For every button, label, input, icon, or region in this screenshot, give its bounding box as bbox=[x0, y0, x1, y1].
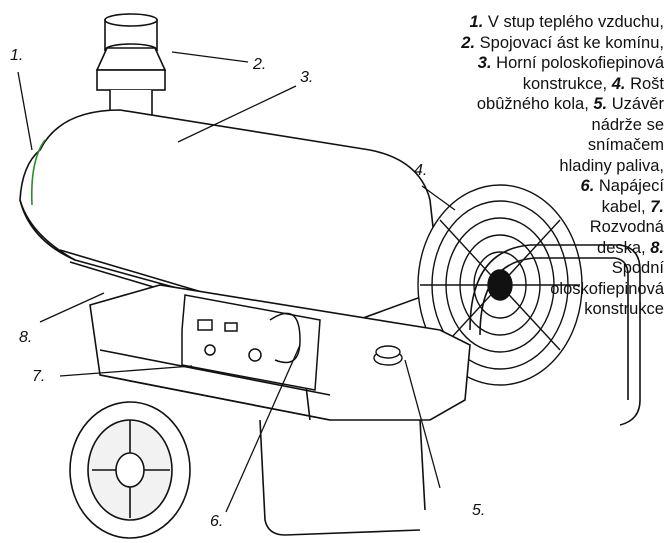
parts-legend: 1. V stup teplého vzduchu,2. Spojovací á… bbox=[364, 12, 664, 320]
legend-line: 2. Spojovací ást ke komínu, bbox=[364, 33, 664, 54]
callout-2: 2. bbox=[253, 56, 267, 73]
legend-text: snímačem bbox=[587, 136, 664, 154]
legend-line: Spodní bbox=[364, 258, 664, 279]
tank-cap bbox=[373, 345, 403, 366]
legend-number: 7. bbox=[650, 197, 664, 216]
legend-line: obûžného kola, 5. Uzávěr bbox=[364, 94, 664, 115]
legend-text: nádrže se bbox=[591, 115, 664, 134]
legend-line: konstrukce bbox=[364, 299, 664, 320]
legend-number: 1. bbox=[469, 13, 484, 31]
legend-text: V stup teplého vzduchu, bbox=[483, 13, 664, 31]
legend-text: kabel, bbox=[601, 197, 651, 216]
legend-line: nádrže se bbox=[364, 115, 664, 136]
legend-line: deska, 8. bbox=[364, 238, 664, 259]
legend-line: kabel, 7. bbox=[364, 197, 664, 218]
legend-number: 4. bbox=[611, 74, 626, 93]
legend-text: oloskofiepinová bbox=[550, 279, 664, 298]
handle-frame bbox=[469, 244, 641, 426]
leader-lines bbox=[17, 51, 456, 513]
callout-6: 6. bbox=[210, 513, 224, 530]
legend-line: 6. Napájecí bbox=[364, 176, 664, 197]
legend-text: obûžného kola, bbox=[476, 95, 594, 113]
legend-number: 5. bbox=[593, 95, 608, 113]
callout-3: 3. bbox=[300, 69, 314, 86]
legend-text: deska, bbox=[597, 238, 651, 257]
legend-text: Horní poloskofiepinová bbox=[491, 54, 664, 72]
legend-text: konstrukce bbox=[584, 300, 664, 318]
legend-number: 3. bbox=[477, 54, 492, 72]
base-frame bbox=[259, 419, 426, 536]
callout-4: 4. bbox=[414, 162, 428, 179]
callout-1: 1. bbox=[10, 47, 24, 64]
legend-text: Uzávěr bbox=[607, 95, 664, 113]
legend-text: konstrukce, bbox=[522, 74, 612, 93]
chimney bbox=[95, 13, 167, 123]
legend-text: Spojovací ást ke komínu, bbox=[475, 33, 664, 52]
callout-7: 7. bbox=[32, 368, 46, 385]
legend-text: Napájecí bbox=[594, 177, 664, 195]
legend-line: 3. Horní poloskofiepinová bbox=[364, 53, 664, 74]
legend-line: 1. V stup teplého vzduchu, bbox=[364, 12, 664, 33]
legend-line: oloskofiepinová bbox=[364, 279, 664, 300]
legend-line: hladiny paliva, bbox=[364, 156, 664, 177]
control-panel bbox=[181, 294, 321, 391]
legend-text: Rošt bbox=[625, 74, 664, 93]
fan-grille bbox=[417, 184, 583, 386]
callout-5: 5. bbox=[472, 502, 486, 519]
callout-8: 8. bbox=[19, 329, 33, 346]
legend-line: snímačem bbox=[364, 135, 664, 156]
wheel bbox=[69, 401, 191, 539]
legend-line: konstrukce, 4. Rošt bbox=[364, 74, 664, 95]
legend-text: Rozvodná bbox=[589, 218, 664, 236]
legend-number: 6. bbox=[580, 177, 595, 195]
legend-number: 8. bbox=[650, 238, 664, 257]
legend-text: Spodní bbox=[611, 259, 664, 277]
legend-text: hladiny paliva, bbox=[559, 156, 664, 175]
legend-number: 2. bbox=[461, 33, 476, 52]
legend-line: Rozvodná bbox=[364, 217, 664, 238]
